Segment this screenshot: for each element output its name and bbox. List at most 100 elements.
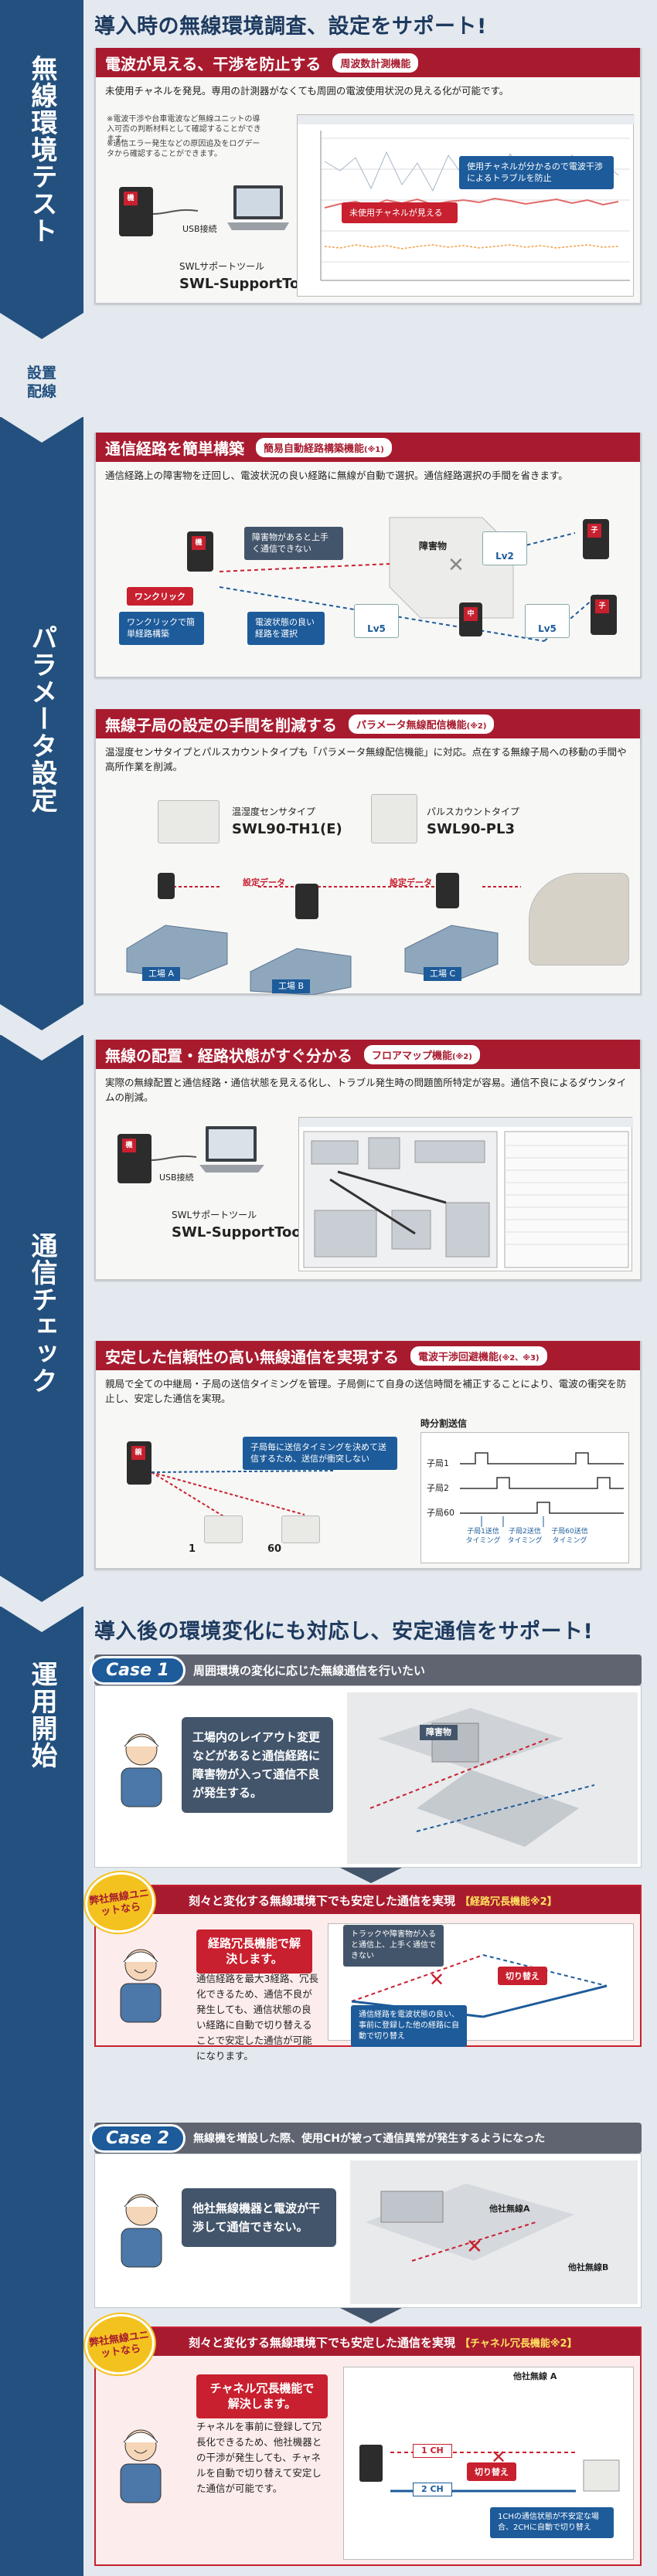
case-pill: Case 2	[90, 2123, 186, 2153]
wireless-unit-image: 子	[583, 519, 609, 559]
device-caption-big: SWL90-PL3	[427, 821, 515, 837]
factory-scene-svg: ✕	[366, 2184, 574, 2262]
chart-title: 時分割送信	[420, 1418, 468, 1429]
usb-cable-icon	[151, 1155, 197, 1161]
timing-chart	[420, 1432, 629, 1563]
timing-caption: 子局1送信タイミング	[465, 1528, 501, 1545]
other-radio-label: 他社無線A	[489, 2204, 530, 2214]
factory-scene	[347, 1692, 638, 1864]
wireless-unit-image	[158, 873, 175, 899]
section-heading: 導入時の無線環境調査、設定をサポート!	[94, 15, 487, 39]
device-caption-small: パルスカウントタイプ	[427, 806, 520, 817]
case-speech: 他社無線機器と電波が干渉して通信できない。	[182, 2188, 336, 2247]
timing-row-label: 子局2	[427, 1483, 449, 1493]
feature-tag: パラメータ無線配信機能(※2)	[348, 713, 495, 735]
setting-data-label: 設定データ	[243, 877, 285, 888]
card-title: 通信経路を簡単構築簡易自動経路構築機能(※1)	[96, 433, 640, 462]
feature-card-interference-avoid: 安定した信頼性の高い無線通信を実現する電波干渉回避機能(※2、※3) 親局で全て…	[94, 1341, 642, 1570]
feature-tag-text: 電波干渉回避機能	[418, 1351, 499, 1363]
feature-tag: 簡易自動経路構築機能(※1)	[255, 436, 393, 458]
card-note: ※通信エラー発生などの原因追及をログデータから確認することができます。	[107, 140, 260, 158]
solution-text: 通信経路を最大3経路、冗長化できるため、通信不良が発生しても、通信状態の良い経路…	[196, 1973, 318, 2062]
floor-map	[299, 1118, 633, 1268]
solution-title: 刻々と変化する無線環境下でも安定した通信を実現【チャネル冗長機能※2】	[96, 2328, 640, 2356]
good-route-caption: 電波状態の良い経路を選択	[247, 612, 325, 645]
timing-chart-svg	[460, 1452, 624, 1527]
sidebar-step-installation: 設置配線	[26, 365, 56, 400]
sidebar-step-label: パラメータ設定	[26, 623, 58, 813]
slave-unit-image	[281, 1515, 320, 1543]
solution-feature: チャネル冗長機能で解決します。	[196, 2374, 328, 2418]
card-body: 温湿度センサタイプとパルスカウントタイプも「パラメータ無線配信機能」に対応。点在…	[105, 746, 627, 773]
card-title: 電波が見える、干渉を防止する周波数計測機能	[96, 48, 640, 77]
card-title-text: 安定した信頼性の高い無線通信を実現する	[105, 1347, 399, 1366]
solution-title: 刻々と変化する無線環境下でも安定した通信を実現【経路冗長機能※2】	[96, 1886, 640, 1914]
case-title: 無線機を増設した際、使用CHが被って通信異常が発生するようになった	[192, 2133, 546, 2145]
usb-label: USB接続	[159, 1173, 194, 1183]
solution-title-text: 刻々と変化する無線環境下でも安定した通信を実現	[189, 1893, 456, 1908]
wireless-unit-image	[295, 884, 318, 919]
callout-bubble: 通信経路を電波状態の良い、事前に登録した他の経路に自動で切り替え	[351, 2005, 467, 2047]
case-illustration: 工場内のレイアウト変更などがあると通信経路に障害物が入って通信不良が発生する。 …	[94, 1685, 642, 1868]
card-title-text: 無線の配置・経路状態がすぐ分かる	[105, 1046, 352, 1065]
svg-text:✕: ✕	[448, 554, 465, 577]
sidebar-step-communication-check: 通信チェック	[0, 1034, 83, 1576]
slave-number: 1	[189, 1543, 196, 1555]
factory-scene: ✕	[350, 2160, 638, 2304]
feature-tag: 周波数計測機能	[332, 52, 420, 73]
section-heading: 導入後の環境変化にも対応し、安定通信をサポート!	[94, 1620, 594, 1644]
arrow-down-icon	[340, 1868, 402, 1883]
worker-worried-icon	[121, 1733, 162, 1807]
feature-card-auto-route: 通信経路を簡単構築簡易自動経路構築機能(※1) 通信経路上の障害物を迂回し、電波…	[94, 433, 642, 678]
card-body: 通信経路上の障害物を迂回し、電波状況の良い経路に無線が自動で選択。通信経路選択の…	[105, 470, 568, 481]
wireless-unit-image: 機	[119, 187, 153, 236]
solution-title-tag: 【経路冗長機能※2】	[460, 1896, 557, 1908]
feature-tag-text: 簡易自動経路構築機能	[264, 443, 365, 455]
chevron-notch-icon	[0, 1606, 83, 1632]
card-title: 無線の配置・経路状態がすぐ分かるフロアマップ機能(※2)	[96, 1040, 640, 1069]
wireless-unit-image: 機	[187, 531, 213, 572]
feature-tag-note: (※2)	[466, 721, 487, 731]
tool-caption-big: SWL-SupportTool	[172, 1224, 306, 1240]
one-click-caption: ワンクリックで簡単経路構築	[119, 612, 204, 645]
worker-happy-icon	[120, 2429, 162, 2503]
case-pill: Case 1	[90, 1655, 186, 1685]
solution-text: チャネルを事前に登録して冗長化できるため、他社機器との干渉が発生しても、チャネル…	[196, 2421, 322, 2494]
case-header: Case 1 周囲環境の変化に応じた無線通信を行いたい	[90, 1655, 642, 1685]
worker-happy-icon	[120, 1949, 162, 2023]
sidebar-step-parameter-setting: パラメータ設定	[0, 416, 83, 1004]
callout-bubble: 1CHの通信状態が不安定な場合、2CHに自動で切り替え	[490, 2507, 614, 2538]
card-note: ※電波干渉や台車電波など無線ユニットの導入可否の判断材料として確認することができ…	[107, 115, 261, 144]
timing-row-label: 子局1	[427, 1458, 449, 1468]
factory-label: 工場 A	[142, 967, 181, 982]
pulse-device-image	[371, 794, 417, 843]
solution-feature: 経路冗長機能で解決します。	[196, 1929, 312, 1974]
tool-caption-small: SWLサポートツール	[172, 1210, 257, 1220]
solution-title-tag: 【チャネル冗長機能※2】	[460, 2337, 577, 2350]
laptop-icon	[199, 1126, 264, 1173]
feature-tag-text: パラメータ無線配信機能	[356, 719, 467, 731]
timing-row-label: 子局60	[427, 1508, 454, 1518]
case-speech: 工場内のレイアウト変更などがあると通信経路に障害物が入って通信不良が発生する。	[182, 1717, 333, 1813]
factory-scene-svg	[369, 1708, 595, 1847]
sidebar-step-label: 無線環境テスト	[26, 54, 58, 244]
signal-level-text: Lv2	[495, 551, 514, 562]
signal-level-indicator: Lv5	[354, 604, 399, 638]
feature-tag-text: フロアマップ機能	[372, 1050, 453, 1062]
case-illustration: 他社無線機器と電波が干渉して通信できない。 ✕ 他社無線A 他社無線B	[94, 2153, 642, 2308]
obstacle-label: 障害物	[420, 1725, 458, 1741]
chevron-notch-icon	[0, 416, 83, 443]
card-title: 無線子局の設定の手間を削減するパラメータ無線配信機能(※2)	[96, 709, 640, 738]
solution-card-channel-redundancy: 刻々と変化する無線環境下でも安定した通信を実現【チャネル冗長機能※2】 チャネル…	[94, 2327, 642, 2566]
feature-card-floor-map: 無線の配置・経路状態がすぐ分かるフロアマップ機能(※2) 実際の無線配置と通信経…	[94, 1040, 642, 1281]
slave-number: 60	[267, 1543, 282, 1555]
callout-bubble: 未使用チャネルが見える	[342, 202, 458, 224]
setting-data-label: 設定データ	[390, 877, 432, 888]
case-title: 周囲環境の変化に応じた無線通信を行いたい	[192, 1663, 425, 1678]
signal-level-indicator: Lv2	[482, 531, 527, 565]
master-unit-image: 親	[127, 1441, 151, 1485]
callout-bubble: トラックや障害物が入ると通信上、上手く通信できない	[343, 1925, 444, 1967]
sidebar-step-label: 設置	[26, 365, 56, 382]
sidebar-step-environment-test: 無線環境テスト	[0, 0, 83, 313]
